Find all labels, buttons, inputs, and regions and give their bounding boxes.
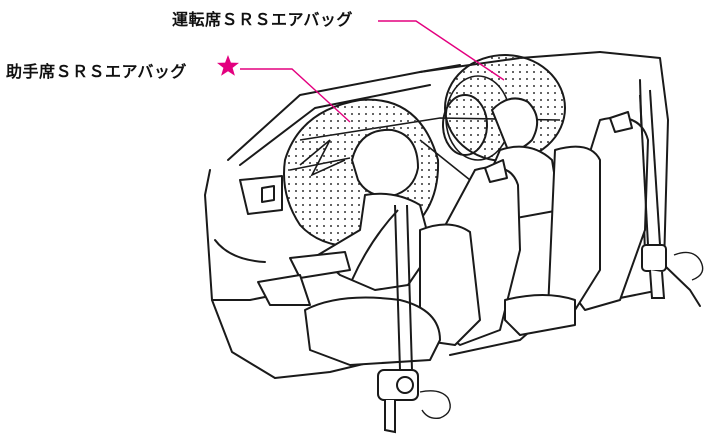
steering-wheel — [442, 94, 488, 156]
passenger-figure — [257, 128, 433, 306]
passenger-airbag-leader — [240, 68, 351, 123]
passenger-airbag-label: 助手席ＳＲＳエアバッグ — [6, 62, 187, 81]
passenger-seat — [304, 159, 521, 366]
pretensioner-rear — [641, 244, 667, 299]
pretensioner-front — [377, 369, 419, 434]
leader-lines — [240, 20, 505, 123]
star-icon — [217, 55, 239, 76]
driver-airbag-label: 運転席ＳＲＳエアバッグ — [172, 10, 353, 29]
gas-puff-lines — [419, 251, 704, 420]
seat-belts — [351, 89, 661, 371]
driver-seat — [504, 111, 649, 336]
driver-airbag-leader — [378, 20, 505, 81]
